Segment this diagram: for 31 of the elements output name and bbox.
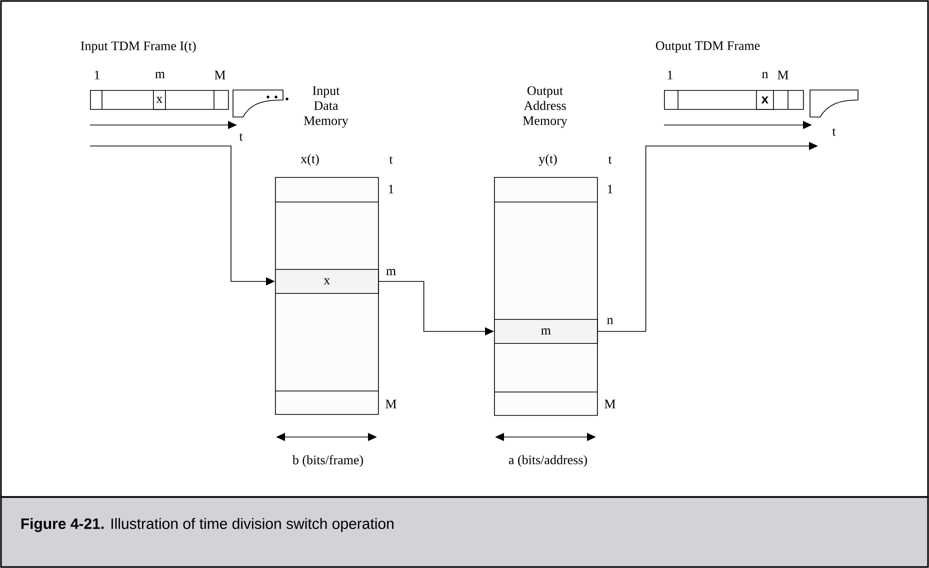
slot-number: m xyxy=(155,72,165,78)
column-header: y(t) xyxy=(538,154,557,166)
dimension-label: a (bits/address) xyxy=(508,455,587,467)
slot-number: n xyxy=(607,318,614,324)
memory-column xyxy=(494,177,598,416)
slot-number: M xyxy=(214,70,226,80)
slot-number: M xyxy=(386,400,396,408)
slot-number: 1 xyxy=(608,184,612,194)
slot-number: 1 xyxy=(388,184,394,194)
frame-slot: x xyxy=(153,90,166,110)
column-header: t xyxy=(389,156,393,164)
column-header: t xyxy=(608,156,612,164)
node-label: Output TDM Frame xyxy=(656,41,760,53)
node-label: Input TDM Frame I(t) xyxy=(80,41,196,53)
memory-title: Input Data Memory xyxy=(304,86,348,128)
column-header: x(t) xyxy=(300,154,319,166)
frame-slot: x xyxy=(756,90,774,110)
memory-slot: m xyxy=(494,319,598,344)
memory-column xyxy=(274,177,379,415)
memory-slot: x xyxy=(275,269,379,294)
memory-title: Output Address Memory xyxy=(523,86,568,128)
time-label: t xyxy=(239,133,243,141)
slot-number: 1 xyxy=(668,70,672,80)
slot-number: m xyxy=(386,268,396,276)
slot-number: 1 xyxy=(94,70,100,80)
time-label: t xyxy=(832,128,836,136)
slot-number: M xyxy=(604,400,616,408)
slot-number: n xyxy=(762,72,768,78)
dimension-label: b (bits/frame) xyxy=(292,455,363,467)
figure-caption: Figure 4-21. Illustration of time division switch operation xyxy=(21,518,394,532)
slot-number: M xyxy=(778,70,788,80)
